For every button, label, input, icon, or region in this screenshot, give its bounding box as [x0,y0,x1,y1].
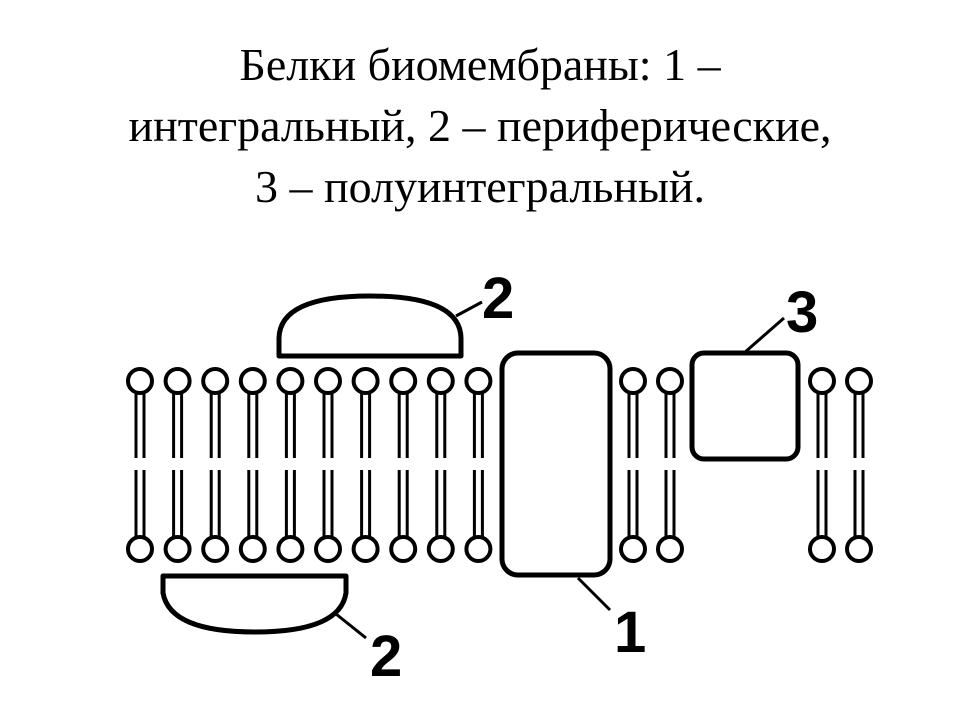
lipid-bilayer [126,367,873,563]
lipid-head [808,367,836,395]
lipid-head [201,535,230,563]
lipid-head [126,367,154,395]
lipid-head [426,535,455,563]
lipid-head [314,367,342,395]
lipid-head [426,367,455,395]
lipid-head [163,367,192,395]
peripheral-protein-bottom [160,573,349,635]
lipid-head [351,535,380,563]
lipid-head [464,535,493,563]
leader-line-3 [743,316,785,355]
lipid-head [619,535,647,563]
lipid-head [845,535,873,563]
lipid-head [163,535,192,563]
lipid-head [808,535,836,563]
lipid-head [238,367,267,395]
peripheral-protein-top [276,293,464,359]
leader-line-1 [576,576,612,612]
lipid-head [656,367,684,395]
lipid-head [276,367,305,395]
leader-line-bottom-2 [335,612,367,640]
lipid-head [845,367,873,395]
integral-protein [499,350,613,578]
lipid-head [351,367,380,395]
lipid-head [656,535,684,563]
lipid-head [619,367,647,395]
label-integral: 1 [614,600,646,665]
title-line-2: интегральный, 2 – периферические, [128,100,832,151]
lipid-head [389,535,418,563]
lipid-head [314,535,342,563]
semi-integral-protein [689,350,801,462]
slide-title: Белки биомембраны: 1 – интегральный, 2 –… [0,34,960,217]
title-line-3: 3 – полуинтегральный. [255,161,705,212]
lipid-head [201,367,230,395]
lipid-head [464,367,493,395]
lipid-head [238,535,267,563]
label-peripheral-bottom: 2 [370,624,402,689]
lipid-head [389,367,418,395]
label-peripheral-top: 2 [482,266,514,331]
label-semi-integral: 3 [786,280,818,345]
leader-line-top-2 [455,300,483,318]
title-line-1: Белки биомембраны: 1 – [239,39,721,90]
lipid-head [276,535,305,563]
lipid-head [126,535,154,563]
